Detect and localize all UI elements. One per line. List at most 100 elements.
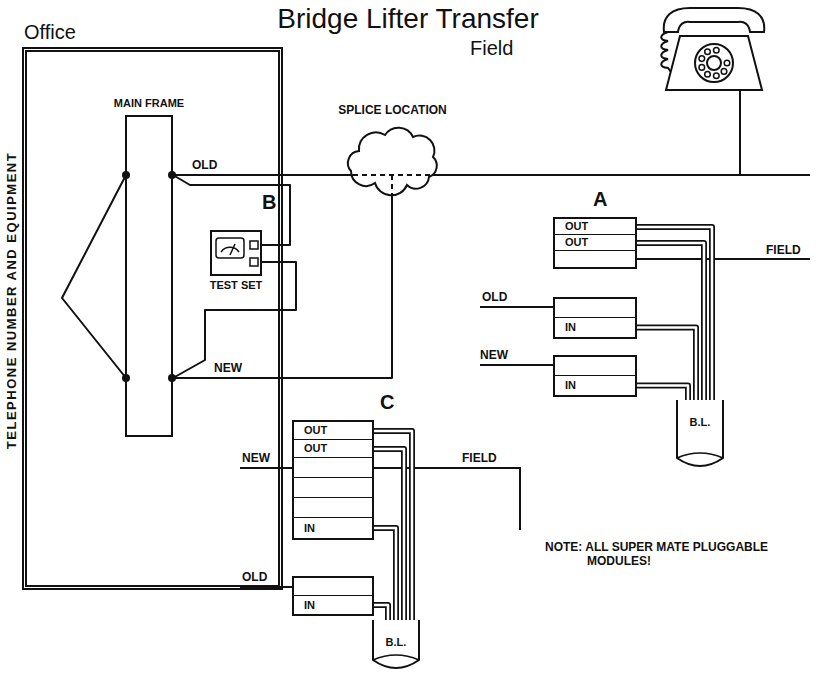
field-lead xyxy=(637,258,810,260)
dial-hole xyxy=(699,56,705,62)
field-pair xyxy=(440,174,810,176)
pluggable-module: OUT OUT IN xyxy=(292,420,374,540)
splice-cloud: SPLICE LOCATION xyxy=(345,125,440,197)
equipment-label: TELEPHONE NUMBER AND EQUIPMENT xyxy=(4,151,19,448)
dial-hole xyxy=(699,65,705,71)
phone-body xyxy=(666,36,762,90)
pair-wire xyxy=(173,175,345,176)
callout-letter: B xyxy=(262,191,276,213)
diagram-title: Bridge Lifter Transfer xyxy=(0,2,816,36)
splice-dash xyxy=(391,175,393,193)
module-port-label: OUT xyxy=(555,220,588,233)
wire-line xyxy=(173,174,345,176)
bridge-lifter: B.L. xyxy=(676,400,724,472)
lead-label: OLD xyxy=(482,290,507,304)
equipment-lead xyxy=(62,175,126,378)
module-slot xyxy=(294,578,372,596)
module-slot xyxy=(555,251,635,267)
wire-core xyxy=(637,243,704,400)
wire-core xyxy=(374,449,404,620)
pair-wire xyxy=(173,262,296,378)
note-text: NOTE: ALL SUPER MATE PLUGGABLE MODULES! xyxy=(545,540,807,568)
bridge-lifter-wire xyxy=(374,528,396,620)
lead-label: OLD xyxy=(242,570,267,584)
telephone-icon xyxy=(661,8,764,90)
dial-holes xyxy=(699,47,730,78)
module-slot xyxy=(294,478,372,498)
office-region: OfficeMAIN FRAMETEST SET xyxy=(22,47,283,590)
wire-sheath xyxy=(637,328,696,401)
module-row: IN xyxy=(294,518,372,538)
bridge-lifter-wire xyxy=(637,243,704,400)
testset-label: TEST SET xyxy=(210,279,263,292)
bridge-lifter-wire xyxy=(637,227,712,400)
dial-hole xyxy=(705,49,711,55)
main-frame: MAIN FRAME xyxy=(125,115,173,437)
callout-letter: C xyxy=(380,391,394,413)
module-row: IN xyxy=(555,318,635,337)
bridge-lifter-wire xyxy=(374,605,388,620)
lead-label: FIELD xyxy=(766,243,801,257)
module-port-label: IN xyxy=(555,321,576,334)
module-row: OUT xyxy=(294,422,372,440)
test-jack xyxy=(250,241,258,249)
bl-label: B.L. xyxy=(676,416,724,429)
wire-core xyxy=(637,227,712,400)
bridge-lifter-wire xyxy=(374,431,412,620)
pluggable-module: OUT OUT xyxy=(553,217,637,269)
wire-core xyxy=(374,431,412,620)
module-slot xyxy=(555,357,635,376)
module-row: OUT xyxy=(294,440,372,458)
bridge-lifter: B.L. xyxy=(372,620,420,674)
meter-needle xyxy=(230,244,235,255)
cloud-label: SPLICE LOCATION xyxy=(338,103,446,117)
wire-sheath xyxy=(637,243,704,400)
module-port-label: IN xyxy=(294,522,315,535)
wire-sheath xyxy=(374,605,388,620)
dial-hole xyxy=(721,69,727,75)
cylinder-end xyxy=(373,655,419,660)
wire-sheath xyxy=(374,431,412,620)
module-row: OUT xyxy=(555,235,635,251)
cloud-shape xyxy=(348,128,437,196)
splice-stub xyxy=(345,174,353,176)
old-lead xyxy=(480,306,553,308)
region-label: Field xyxy=(470,36,513,60)
module-port-label: OUT xyxy=(294,442,327,455)
wire-sheath xyxy=(374,449,404,620)
module-slot xyxy=(294,458,372,478)
splice-stub xyxy=(433,174,440,176)
module-port-label: OUT xyxy=(555,236,588,249)
lead-label: NEW xyxy=(480,348,508,362)
cylinder-end xyxy=(677,453,723,458)
test-set-icon xyxy=(212,232,260,274)
dial-hole xyxy=(705,72,711,78)
terminal-dots xyxy=(122,171,176,382)
wire-line xyxy=(173,262,296,378)
module-row: IN xyxy=(294,596,372,614)
module-row: IN xyxy=(555,376,635,395)
module-slot xyxy=(555,299,635,318)
wire-sheath xyxy=(637,386,688,401)
phone-handset xyxy=(664,8,765,32)
bridge-lifter-wire xyxy=(374,449,404,620)
pluggable-module: IN xyxy=(292,576,374,616)
wire-core xyxy=(374,528,396,620)
test-jack xyxy=(250,258,258,266)
bridge-lifter-wire xyxy=(637,328,696,401)
module-port-label: OUT xyxy=(294,424,327,437)
new-lead xyxy=(240,467,292,469)
field-lead xyxy=(374,468,520,530)
new-lead xyxy=(480,364,553,366)
office-label: Office xyxy=(24,20,76,44)
dial-hole xyxy=(714,73,720,79)
lead-label: NEW xyxy=(242,451,270,465)
splice-stub xyxy=(391,193,393,197)
frame-label: MAIN FRAME xyxy=(114,97,184,110)
phone-dial-center xyxy=(707,56,721,70)
bridge-lifter-wire xyxy=(637,386,688,401)
pluggable-module: IN xyxy=(553,355,637,397)
callout-letter: A xyxy=(593,188,607,210)
wire-sheath xyxy=(374,528,396,620)
